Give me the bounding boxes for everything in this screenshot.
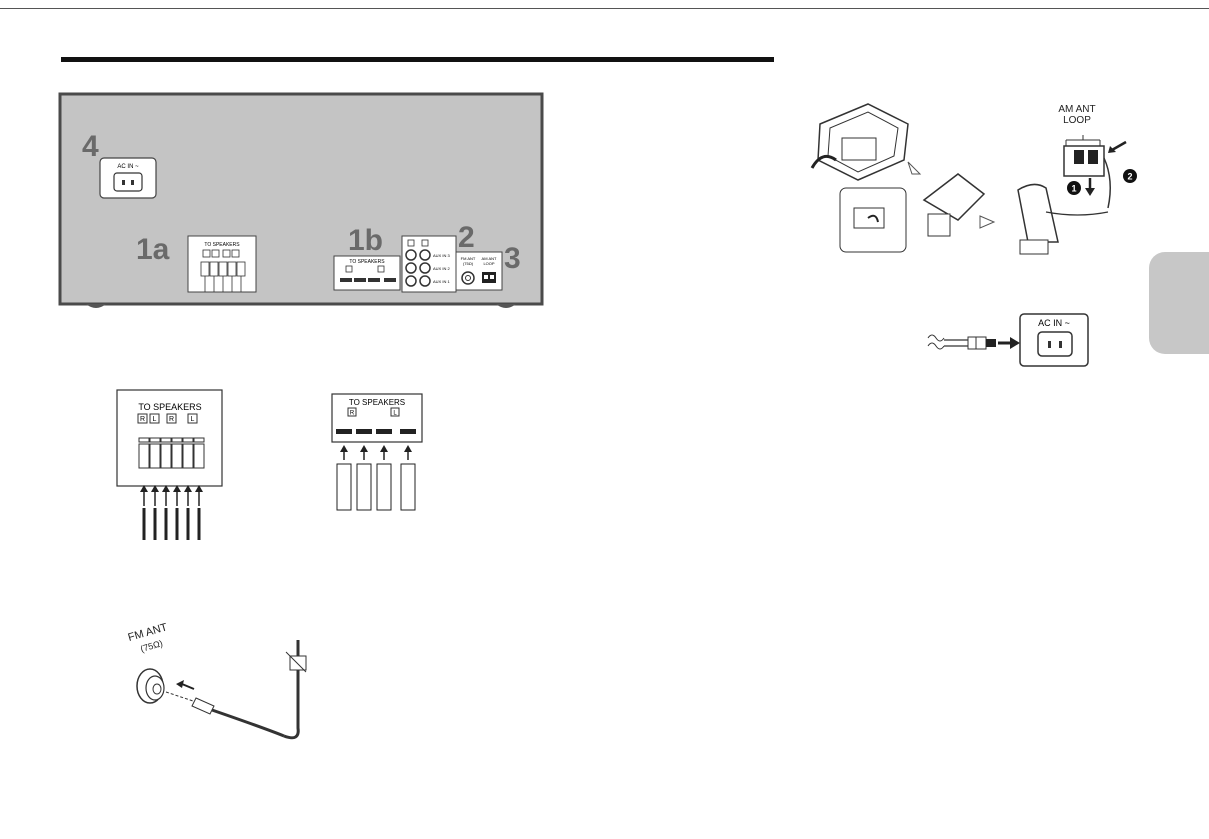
speaker-1b-title: TO SPEAKERS [349,259,385,265]
section-rule [61,57,774,62]
am-loop-label: LOOP [483,261,494,266]
speaker-a-label-4: L [191,416,195,423]
fm-plug [192,698,214,714]
callout-1b: 1b [348,224,383,257]
step-2-label: 2 [1127,172,1132,182]
am-loop-unfolded [924,174,984,220]
fm-ohm-label: (75Ω) [463,261,474,266]
speaker-b-label-1: R [350,411,355,417]
foot-right [496,304,516,308]
rear-panel-illustration: 4 1a 1b 2 3 AC IN ~ TO SPEAKERS TO SPEAK… [58,92,544,316]
speaker-diagram-a: TO SPEAKERS R L R L [106,388,234,544]
callout-1a: 1a [136,233,170,266]
speaker-a-title: TO SPEAKERS [138,402,201,412]
aux-in-1-label: AUX IN 1 [433,279,450,284]
ac-plug [968,337,986,349]
top-rule [0,8,1209,9]
callout-4: 4 [82,130,99,163]
speaker-1a-title: TO SPEAKERS [204,242,240,248]
fm-cable [212,710,284,736]
am-loop-illustration: 1 2 [808,100,1148,260]
aux-in-3-label: AUX IN 3 [433,253,450,258]
ac-pin-right [131,180,134,185]
ac-in-socket [114,173,142,191]
speaker-a-label-2: L [153,416,157,423]
speaker-diagram-b: TO SPEAKERS R L [330,392,426,514]
callout-2: 2 [458,221,475,254]
ac-diagram-label: AC IN ~ [1038,318,1070,328]
foot-left [86,304,106,308]
ac-in-label: AC IN ~ [117,164,139,170]
ac-cord-illustration: AC IN ~ [924,310,1094,370]
speaker-a-label-3: R [169,416,174,423]
speaker-b-title: TO SPEAKERS [349,398,405,407]
callout-3: 3 [504,242,521,275]
step-1-label: 1 [1071,184,1076,194]
speaker-a-label-1: R [140,416,145,423]
ac-pin-left [122,180,125,185]
aux-in-2-label: AUX IN 2 [433,266,450,271]
side-tab [1149,252,1209,354]
fm-antenna-illustration [124,638,324,770]
